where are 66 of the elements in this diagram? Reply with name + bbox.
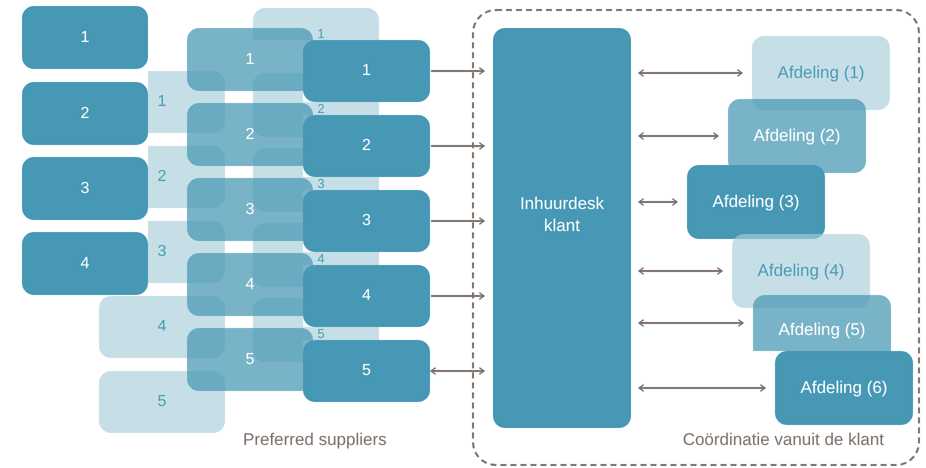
box-number: 5 bbox=[316, 327, 326, 340]
group-caption: Preferred suppliers bbox=[243, 430, 387, 450]
arrow bbox=[431, 142, 485, 150]
arrow bbox=[430, 367, 485, 375]
box-number: 5 bbox=[361, 362, 372, 380]
box-number: 4 bbox=[80, 254, 90, 272]
box-number: 3 bbox=[244, 200, 256, 218]
box-number: 2 bbox=[156, 168, 168, 186]
department-box bbox=[753, 295, 891, 351]
box-label: Afdeling (4) bbox=[756, 262, 846, 280]
box-label: Afdeling (6) bbox=[800, 379, 888, 397]
box-number: 4 bbox=[316, 252, 326, 265]
box-number: 3 bbox=[361, 212, 372, 230]
box-number: 3 bbox=[80, 180, 90, 198]
arrow bbox=[638, 198, 678, 206]
arrow bbox=[638, 319, 744, 327]
dashed-group-frame bbox=[472, 9, 920, 466]
supplier-box bbox=[22, 6, 148, 69]
box-label: Afdeling (5) bbox=[778, 321, 866, 339]
box-number: 2 bbox=[80, 104, 90, 122]
box-number: 5 bbox=[156, 393, 168, 411]
supplier-box bbox=[303, 40, 430, 102]
arrow bbox=[638, 132, 719, 140]
supplier-box bbox=[187, 103, 313, 166]
box-number: 1 bbox=[80, 28, 90, 46]
box-number: 1 bbox=[361, 62, 372, 80]
department-box bbox=[775, 351, 913, 425]
box-number: 3 bbox=[316, 177, 326, 190]
box-label: Afdeling (1) bbox=[776, 64, 866, 82]
box-number: 4 bbox=[156, 318, 168, 336]
box-number: 4 bbox=[244, 276, 256, 294]
supplier-box bbox=[99, 371, 225, 433]
box-number: 5 bbox=[244, 350, 256, 368]
box-number: 2 bbox=[316, 102, 326, 115]
arrow bbox=[638, 69, 743, 77]
supplier-box bbox=[22, 232, 148, 295]
supplier-box bbox=[22, 82, 148, 145]
process-box bbox=[493, 28, 631, 428]
box-label: Inhuurdesk klant bbox=[518, 193, 606, 237]
arrow bbox=[638, 384, 766, 392]
arrow bbox=[431, 67, 485, 75]
supplier-box bbox=[187, 253, 313, 316]
department-box bbox=[728, 99, 866, 173]
supplier-box bbox=[22, 157, 148, 220]
supplier-box bbox=[303, 190, 430, 252]
supplier-box bbox=[303, 265, 430, 327]
box-number: 1 bbox=[156, 93, 168, 111]
arrow bbox=[638, 267, 723, 275]
supplier-box bbox=[187, 328, 313, 391]
box-number: 3 bbox=[156, 243, 168, 261]
box-number: 2 bbox=[244, 126, 256, 144]
box-number: 2 bbox=[361, 137, 372, 155]
box-number: 4 bbox=[361, 287, 372, 305]
supplier-box bbox=[187, 28, 313, 91]
department-box bbox=[687, 165, 825, 239]
supplier-box bbox=[303, 340, 430, 402]
arrow bbox=[431, 217, 485, 225]
supplier-box bbox=[187, 178, 313, 241]
box-label: Afdeling (2) bbox=[752, 127, 842, 145]
arrow bbox=[431, 292, 485, 300]
box-number: 1 bbox=[244, 50, 256, 68]
supplier-box bbox=[253, 8, 379, 40]
group-caption: Coördinatie vanuit de klant bbox=[682, 431, 884, 449]
supplier-box bbox=[303, 115, 430, 177]
box-number: 1 bbox=[316, 27, 326, 40]
box-label: Afdeling (3) bbox=[712, 193, 800, 211]
